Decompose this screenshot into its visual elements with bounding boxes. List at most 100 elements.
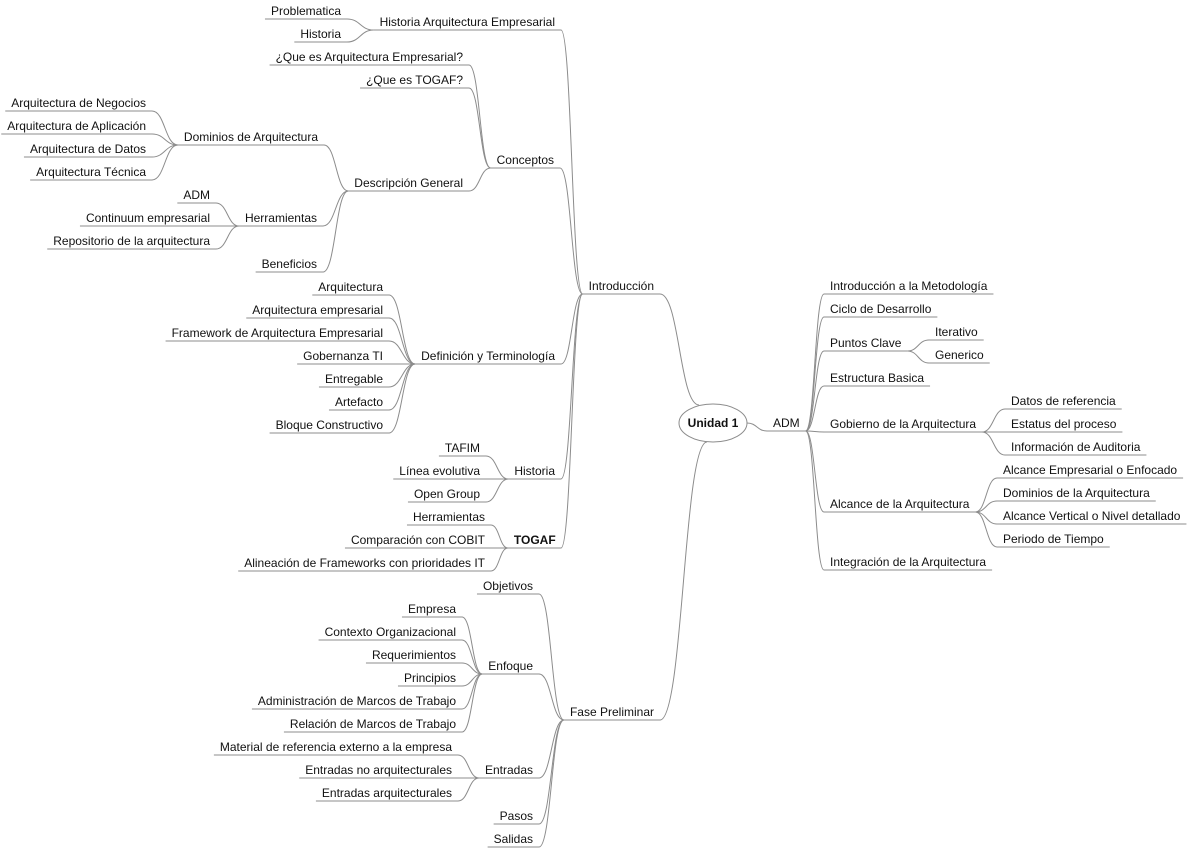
node-administracion-de-marcos-de-trabajo[interactable]: Administración de Marcos de Trabajo bbox=[258, 694, 456, 708]
node-generico[interactable]: Generico bbox=[935, 348, 984, 362]
node-alcance-de-la-arquitectura[interactable]: Alcance de la Arquitectura bbox=[830, 497, 970, 511]
connector-line bbox=[461, 639, 483, 675]
connector-line bbox=[975, 477, 998, 513]
node-requerimientos[interactable]: Requerimientos bbox=[372, 648, 456, 662]
root-node-ellipse[interactable] bbox=[678, 403, 748, 443]
node-arquitectura-de-datos[interactable]: Arquitectura de Datos bbox=[30, 142, 146, 156]
node-estatus-del-proceso[interactable]: Estatus del proceso bbox=[1011, 417, 1117, 431]
node-historia[interactable]: Historia bbox=[514, 464, 555, 478]
connector-line bbox=[461, 662, 483, 675]
connector-line bbox=[538, 593, 565, 721]
node-gobernanza-ti[interactable]: Gobernanza TI bbox=[303, 349, 383, 363]
node-comparacion-con-cobit[interactable]: Comparación con COBIT bbox=[351, 533, 486, 547]
node-herramientas[interactable]: Herramientas bbox=[413, 510, 485, 524]
connector-line bbox=[215, 225, 240, 250]
node-adm[interactable]: ADM bbox=[183, 188, 210, 202]
connector-line bbox=[560, 29, 584, 295]
node-problematica[interactable]: Problematica bbox=[271, 4, 341, 18]
connector-line bbox=[907, 339, 930, 352]
node-conceptos[interactable]: Conceptos bbox=[497, 153, 554, 167]
node-pasos[interactable]: Pasos bbox=[500, 809, 533, 823]
connector-line bbox=[323, 144, 349, 192]
node-relacion-de-marcos-de-trabajo[interactable]: Relación de Marcos de Trabajo bbox=[290, 717, 456, 731]
node-arquitectura[interactable]: Arquitectura bbox=[318, 280, 383, 294]
connector-line bbox=[388, 317, 416, 365]
node-objetivos[interactable]: Objetivos bbox=[483, 579, 533, 593]
node-puntos-clave[interactable]: Puntos Clave bbox=[830, 336, 902, 350]
node-ciclo-de-desarrollo[interactable]: Ciclo de Desarrollo bbox=[830, 302, 932, 316]
node-historia[interactable]: Historia bbox=[300, 27, 341, 41]
node-alcance-empresarial-o-enfocado[interactable]: Alcance Empresarial o Enfocado bbox=[1003, 463, 1177, 477]
node-principios[interactable]: Principios bbox=[404, 671, 456, 685]
node-fase-preliminar[interactable]: Fase Preliminar bbox=[570, 705, 654, 719]
connector-line bbox=[982, 408, 1006, 433]
connector-line bbox=[215, 202, 240, 227]
root-node-label[interactable]: Unidad 1 bbox=[688, 416, 739, 430]
node-enfoque[interactable]: Enfoque bbox=[488, 659, 533, 673]
node-material-de-referencia-externo-a-la-empresa[interactable]: Material de referencia externo a la empr… bbox=[220, 740, 452, 754]
connector-line bbox=[490, 547, 509, 572]
node-adm[interactable]: ADM bbox=[773, 416, 800, 430]
node-entradas-no-arquitecturales[interactable]: Entradas no arquitecturales bbox=[305, 763, 452, 777]
node-arquitectura-empresarial[interactable]: Arquitectura empresarial bbox=[252, 303, 383, 317]
node-repositorio-de-la-arquitectura[interactable]: Repositorio de la arquitectura bbox=[53, 234, 210, 248]
connector-line bbox=[388, 294, 416, 365]
node-open-group[interactable]: Open Group bbox=[414, 487, 480, 501]
connector-line bbox=[560, 293, 584, 549]
node-definicion-y-terminologia[interactable]: Definición y Terminología bbox=[421, 349, 555, 363]
node-entradas[interactable]: Entradas bbox=[485, 763, 533, 777]
node-togaf[interactable]: TOGAF bbox=[514, 533, 556, 547]
node-iterativo[interactable]: Iterativo bbox=[935, 325, 978, 339]
node-que-es-arquitectura-empresarial[interactable]: ¿Que es Arquitectura Empresarial? bbox=[276, 50, 464, 64]
node-introduccion[interactable]: Introducción bbox=[589, 279, 654, 293]
node-herramientas[interactable]: Herramientas bbox=[245, 211, 317, 225]
node-estructura-basica[interactable]: Estructura Basica bbox=[830, 371, 924, 385]
connector-line bbox=[322, 190, 349, 227]
connector-line bbox=[746, 422, 768, 432]
connector-line bbox=[151, 110, 179, 146]
node-arquitectura-de-negocios[interactable]: Arquitectura de Negocios bbox=[11, 96, 146, 110]
node-datos-de-referencia[interactable]: Datos de referencia bbox=[1011, 394, 1116, 408]
node-introduccion-a-la-metodologia[interactable]: Introducción a la Metodología bbox=[830, 279, 988, 293]
node-periodo-de-tiempo[interactable]: Periodo de Tiempo bbox=[1003, 532, 1104, 546]
node-entregable[interactable]: Entregable bbox=[325, 372, 383, 386]
connector-line bbox=[461, 616, 483, 675]
node-que-es-togaf[interactable]: ¿Que es TOGAF? bbox=[366, 73, 463, 87]
node-entradas-arquitecturales[interactable]: Entradas arquitecturales bbox=[322, 786, 452, 800]
node-descripcion-general[interactable]: Descripción General bbox=[354, 176, 463, 190]
node-dominios-de-arquitectura[interactable]: Dominios de Arquitectura bbox=[184, 130, 318, 144]
node-contexto-organizacional[interactable]: Contexto Organizacional bbox=[325, 625, 456, 639]
connector-line bbox=[468, 64, 492, 169]
connector-line bbox=[805, 385, 825, 432]
node-alcance-vertical-o-nivel-detallado[interactable]: Alcance Vertical o Nivel detallado bbox=[1003, 509, 1181, 523]
node-gobierno-de-la-arquitectura[interactable]: Gobierno de la Arquitectura bbox=[830, 417, 976, 431]
connector-line bbox=[322, 190, 349, 273]
node-empresa[interactable]: Empresa bbox=[408, 602, 456, 616]
connector-line bbox=[538, 673, 565, 721]
connector-line bbox=[485, 478, 509, 503]
node-continuum-empresarial[interactable]: Continuum empresarial bbox=[86, 211, 210, 225]
node-alineacion-de-frameworks-con-prioridades-it[interactable]: Alineación de Frameworks con prioridades… bbox=[244, 556, 485, 570]
node-beneficios[interactable]: Beneficios bbox=[262, 257, 317, 271]
node-arquitectura-de-aplicacion[interactable]: Arquitectura de Aplicación bbox=[7, 119, 146, 133]
node-tafim[interactable]: TAFIM bbox=[445, 441, 480, 455]
connector-line bbox=[457, 777, 480, 802]
connector-line bbox=[805, 316, 825, 432]
node-historia-arquitectura-empresarial[interactable]: Historia Arquitectura Empresarial bbox=[380, 15, 555, 29]
connector-line bbox=[805, 350, 825, 432]
node-linea-evolutiva[interactable]: Línea evolutiva bbox=[399, 464, 480, 478]
node-salidas[interactable]: Salidas bbox=[494, 832, 533, 846]
node-integracion-de-la-arquitectura[interactable]: Integración de la Arquitectura bbox=[830, 555, 986, 569]
connector-line bbox=[805, 430, 825, 433]
connector-line bbox=[975, 500, 998, 513]
node-artefacto[interactable]: Artefacto bbox=[335, 395, 383, 409]
node-dominios-de-la-arquitectura[interactable]: Dominios de la Arquitectura bbox=[1003, 486, 1150, 500]
node-informacion-de-auditoria[interactable]: Información de Auditoria bbox=[1011, 440, 1141, 454]
node-arquitectura-tecnica[interactable]: Arquitectura Técnica bbox=[36, 165, 146, 179]
node-framework-de-arquitectura-empresarial[interactable]: Framework de Arquitectura Empresarial bbox=[172, 326, 383, 340]
connector-line bbox=[485, 455, 509, 480]
connector-line bbox=[490, 524, 509, 549]
connector-line bbox=[805, 430, 825, 513]
node-bloque-constructivo[interactable]: Bloque Constructivo bbox=[276, 418, 384, 432]
